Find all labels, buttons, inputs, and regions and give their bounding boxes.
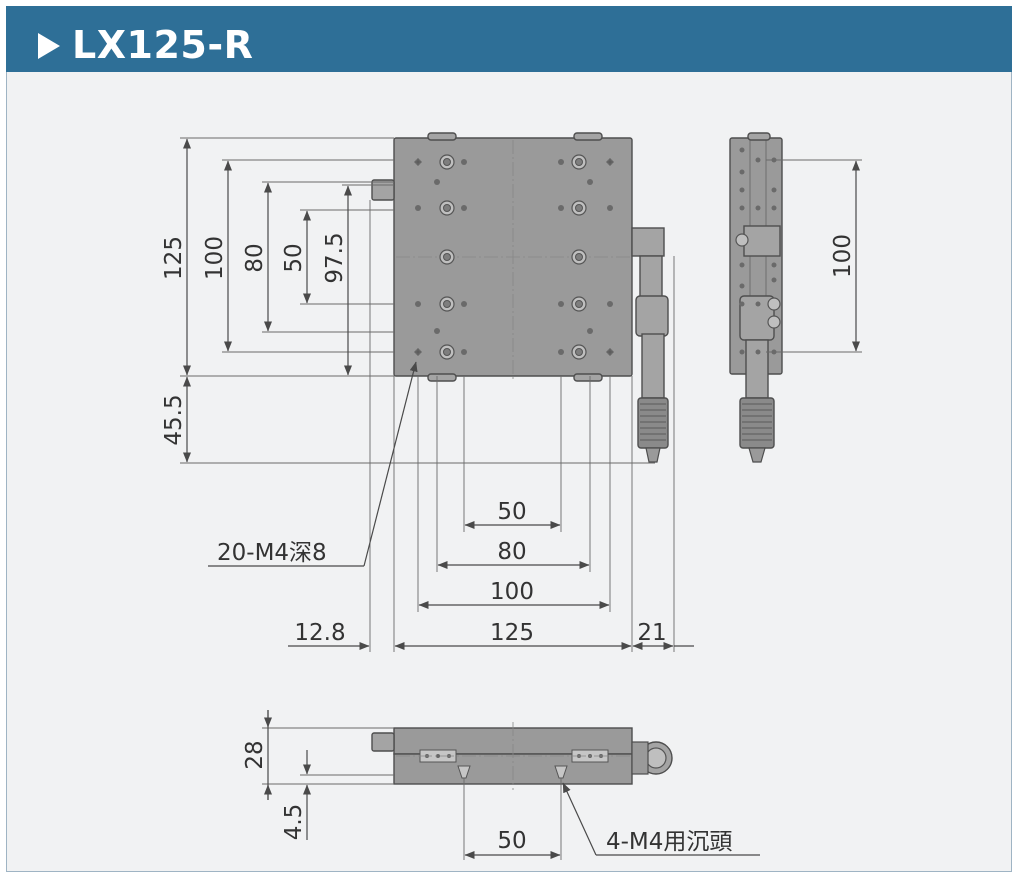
dim-label-side100: 100 (830, 234, 856, 278)
bottom-edge-cap (573, 373, 603, 382)
dim-label-bot50: 50 (497, 828, 526, 854)
top-edge-cap (427, 132, 457, 141)
bottom-edge-cap (427, 373, 457, 382)
micrometer-ratchet (645, 447, 661, 463)
lock-knob (371, 179, 395, 201)
hole-cross-marks (414, 158, 614, 356)
dim-label-w125: 125 (490, 620, 534, 646)
micrometer-clamp (639, 255, 663, 299)
dim-label-w80: 80 (497, 539, 526, 565)
dim-label-w100: 100 (490, 579, 534, 605)
dim-label-125: 125 (161, 236, 187, 280)
title-bar: LX125-R (6, 6, 1012, 72)
callout-holes-bottom: 4-M4用沉頭 (606, 829, 732, 855)
dim-label-h28: 28 (242, 740, 268, 769)
dim-label-21: 21 (637, 620, 666, 646)
micrometer-barrel (641, 333, 665, 399)
side-ratchet (748, 447, 766, 463)
micrometer-mount (631, 227, 665, 257)
leader-holes-top (363, 361, 418, 567)
dim-label-80: 80 (242, 243, 268, 272)
front-lock-knob (371, 732, 395, 752)
side-view: 100 (729, 132, 862, 463)
leader-holes-bottom (562, 782, 597, 856)
dim-label-45-5: 45.5 (161, 394, 187, 445)
front-view: 28 4.5 50 4-M4用沉頭 (242, 710, 760, 860)
dim-label-w50: 50 (497, 499, 526, 525)
side-mount (743, 225, 781, 257)
dim-label-100: 100 (202, 236, 228, 280)
top-view: 125 100 80 50 97.5 45.5 50 80 100 125 12… (161, 132, 694, 652)
dim-label-h4-5: 4.5 (281, 804, 307, 841)
callout-holes-top: 20-M4深8 (217, 540, 327, 566)
micrometer-sleeve (635, 295, 669, 337)
play-arrow-icon (38, 33, 60, 59)
dim-label-12-8: 12.8 (294, 620, 345, 646)
top-edge-cap (573, 132, 603, 141)
dim-label-50: 50 (281, 243, 307, 272)
countersink-left (457, 765, 471, 779)
side-top-cap (747, 132, 771, 141)
product-title: LX125-R (72, 23, 254, 67)
side-barrel (745, 339, 769, 399)
counterbore-holes (439, 154, 587, 360)
dim-label-97-5: 97.5 (322, 232, 348, 283)
countersink-right (554, 765, 568, 779)
tapped-holes (415, 159, 613, 355)
micrometer-knurl (640, 403, 666, 441)
